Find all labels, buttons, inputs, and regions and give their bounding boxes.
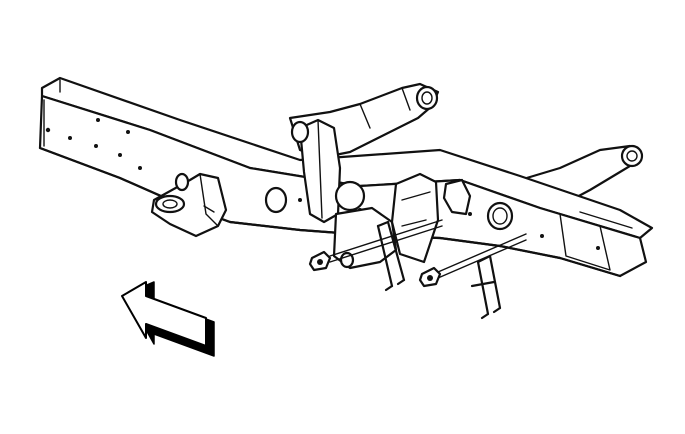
cotter-pin-right: [470, 254, 502, 320]
bolt-left: [308, 219, 443, 272]
forward-direction-arrow: [121, 281, 215, 357]
center-mount: [290, 118, 398, 270]
fasteners: [308, 219, 527, 320]
bolt-right: [418, 233, 527, 288]
body-mount-bracket: [150, 172, 228, 238]
side-bracket: [390, 172, 472, 264]
cotter-pin-left: [376, 220, 406, 292]
